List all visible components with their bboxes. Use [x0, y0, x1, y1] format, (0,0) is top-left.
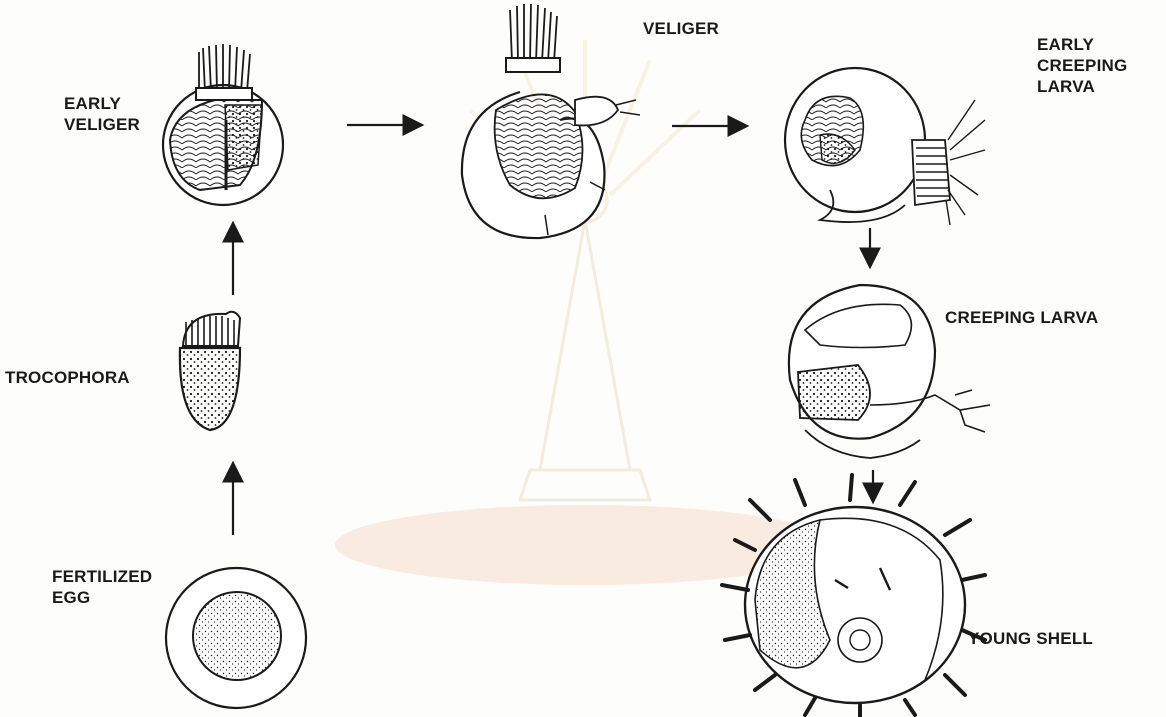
early-veliger-drawing	[163, 44, 283, 205]
label-fertilized-egg: FERTILIZED EGG	[52, 566, 152, 608]
early-creeping-larva-drawing	[785, 68, 985, 225]
label-creeping-larva: CREEPING LARVA	[945, 307, 1098, 328]
label-early-creeping-larva: EARLY CREEPING LARVA	[1037, 34, 1127, 97]
label-veliger: VELIGER	[643, 18, 719, 39]
veliger-drawing	[462, 4, 640, 238]
trocophora-drawing	[180, 312, 240, 430]
fertilized-egg-drawing	[166, 568, 306, 708]
young-shell-drawing	[722, 475, 985, 717]
label-young-shell: YOUNG SHELL	[968, 628, 1093, 649]
label-trocophora: TROCOPHORA	[5, 367, 130, 388]
label-early-veliger: EARLY VELIGER	[64, 93, 140, 135]
